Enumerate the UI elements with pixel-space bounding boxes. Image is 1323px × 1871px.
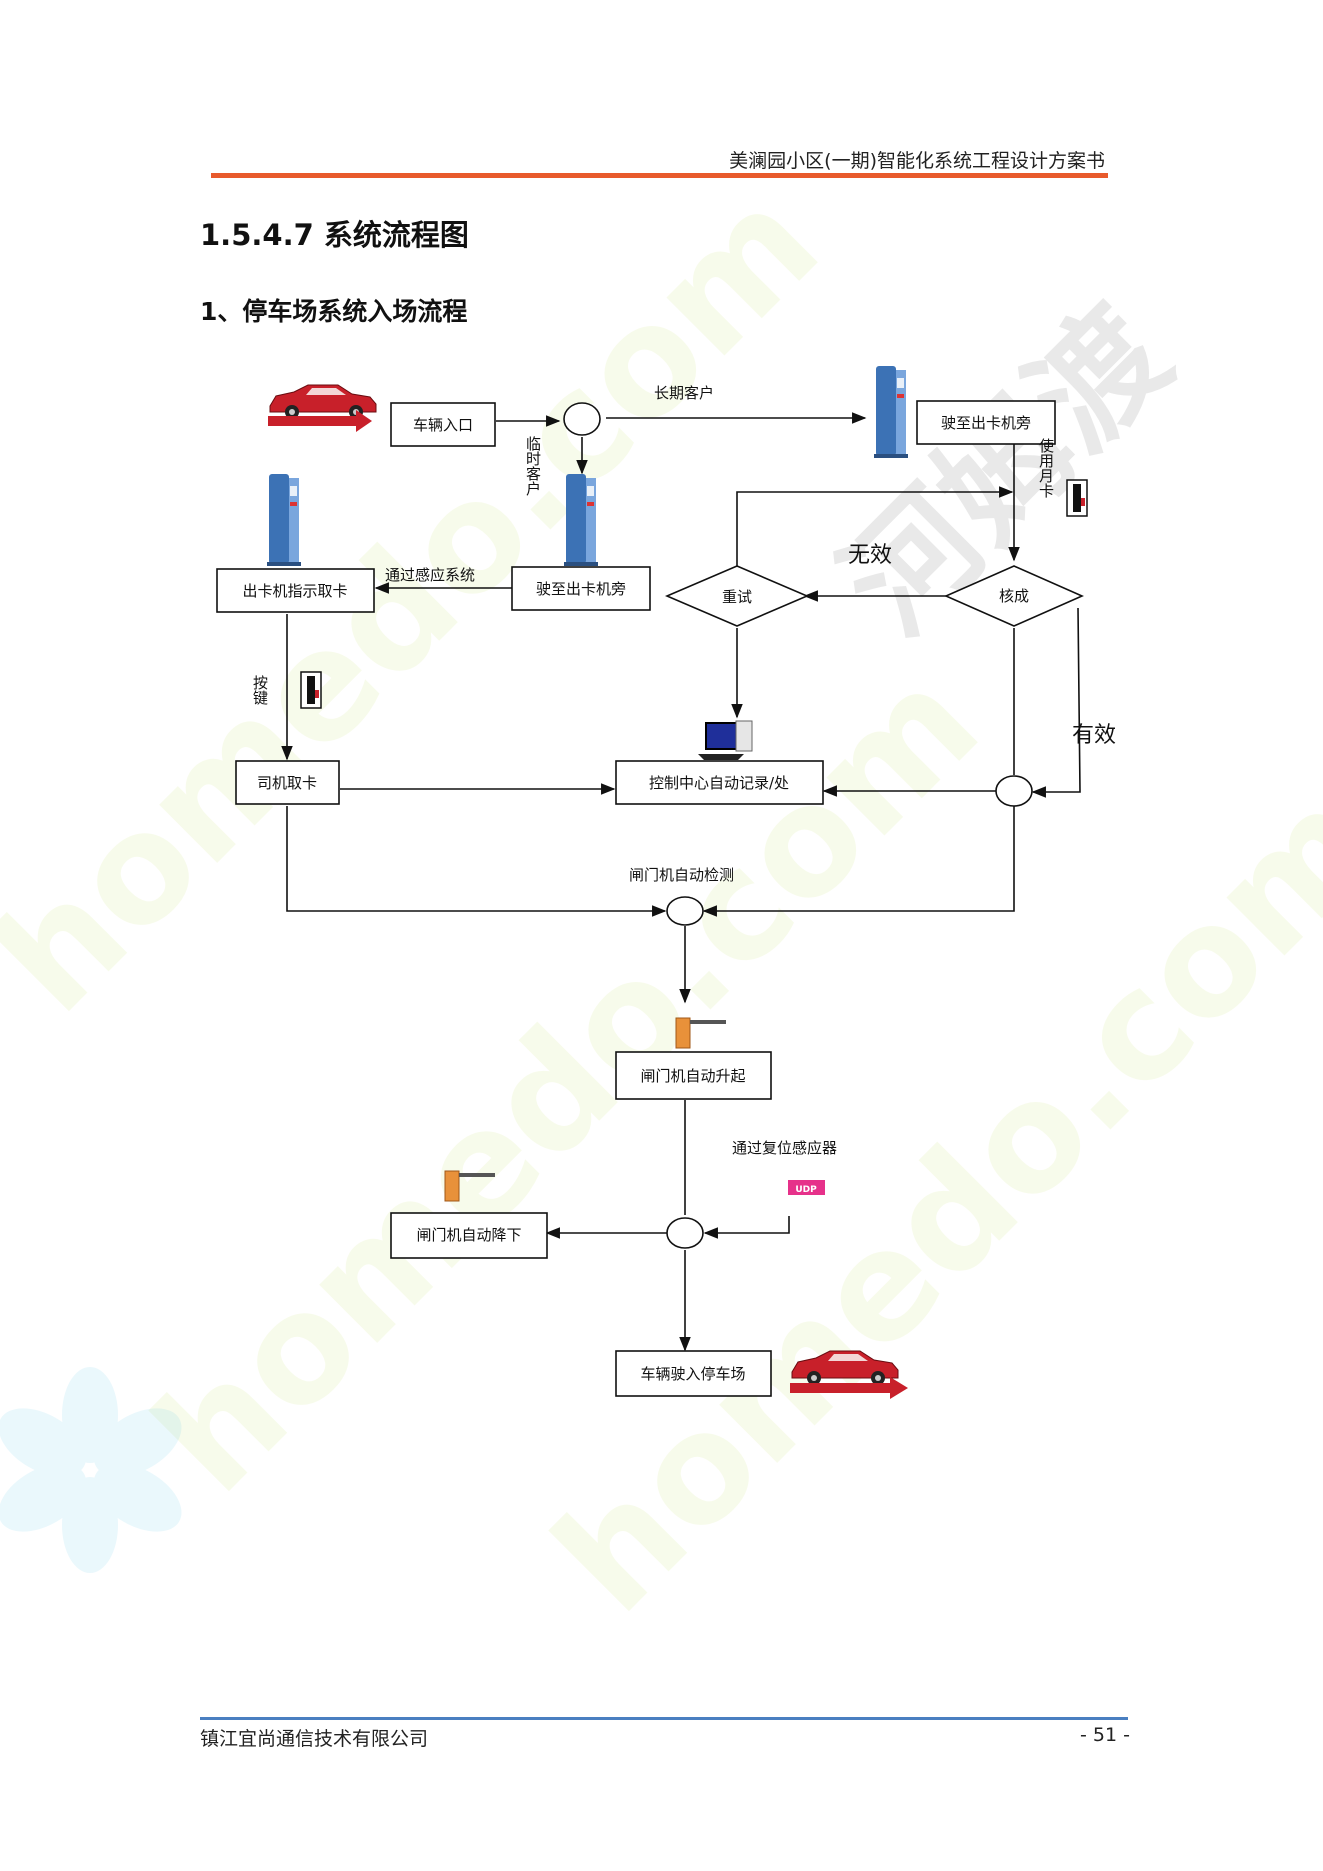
footer-company: 镇江宜尚通信技术有限公司 (200, 1728, 429, 1750)
label-pass-sensor-system: 通过感应系统 (385, 566, 475, 584)
junction-circle (563, 402, 601, 436)
junction-circle (995, 775, 1033, 807)
node-barrier-lower (390, 1212, 548, 1259)
barrier-gate-icon (675, 1017, 727, 1049)
section-heading: 1.5.4.7 系统流程图 (200, 218, 469, 252)
kiosk-icon (874, 366, 908, 458)
node-retry-decision (664, 565, 810, 627)
label-driver-take-card: 司机取卡 (257, 774, 317, 792)
node-vehicle-entry (390, 402, 496, 447)
sensor-icon-label: UDP (795, 1185, 817, 1195)
label-go-to-machine-right: 驶至出卡机旁 (941, 414, 1031, 432)
label-barrier-raise: 闸门机自动升起 (640, 1067, 745, 1085)
label-check-decision: 核成 (999, 587, 1029, 605)
node-enter-parking (615, 1350, 772, 1397)
junction-circle (666, 1217, 704, 1249)
label-vehicle-entry: 车辆入口 (413, 416, 473, 434)
label-barrier-lower: 闸门机自动降下 (416, 1226, 521, 1244)
card-icon (300, 671, 322, 709)
flow-connectors (281, 412, 1081, 1352)
footer-rule (200, 1717, 1128, 1720)
label-retry-decision: 重试 (722, 588, 752, 606)
watermark-flower-icon (0, 1367, 182, 1573)
label-control-center: 控制中心自动记录/处 (649, 774, 789, 792)
page-number: - 51 - (1080, 1724, 1130, 1746)
sensor-icon: UDP (788, 1180, 825, 1195)
arrow-red-icon (790, 1377, 908, 1399)
label-go-to-machine-left: 驶至出卡机旁 (536, 580, 626, 598)
label-card-machine-prompt: 出卡机指示取卡 (242, 582, 347, 600)
label-press-key: 按键 (251, 675, 269, 706)
kiosk-icon (267, 474, 301, 566)
node-control-center (615, 760, 824, 805)
arrow-red-icon (268, 410, 372, 432)
barrier-gate-icon (444, 1170, 496, 1202)
label-enter-parking: 车辆驶入停车场 (640, 1365, 745, 1383)
label-long-term-customer: 长期客户 (654, 384, 714, 402)
flow-junctions (563, 402, 1033, 1249)
junction-circle (666, 896, 704, 926)
node-driver-take-card (235, 760, 340, 805)
label-temporary-customer: 临时客户 (524, 436, 542, 496)
node-go-to-machine-right (916, 400, 1056, 445)
label-use-monthly-card: 使用月卡 (1037, 438, 1055, 498)
header-rule (211, 173, 1108, 178)
sub-heading: 1、停车场系统入场流程 (200, 297, 468, 326)
header-title: 美澜园小区(一期)智能化系统工程设计方案书 (729, 150, 1105, 172)
computer-icon (698, 720, 753, 760)
node-card-machine-prompt (216, 568, 375, 613)
label-valid: 有效 (1072, 723, 1116, 748)
node-check-decision (944, 565, 1084, 627)
node-barrier-raise (615, 1051, 772, 1100)
label-pass-reset-sensor: 通过复位感应器 (732, 1139, 837, 1157)
kiosk-icon (564, 474, 598, 566)
card-icon (1066, 479, 1088, 517)
label-invalid: 无效 (848, 543, 892, 568)
car-icon (791, 1350, 899, 1386)
label-barrier-auto-detect: 闸门机自动检测 (629, 866, 734, 884)
node-go-to-machine-left (511, 566, 651, 611)
